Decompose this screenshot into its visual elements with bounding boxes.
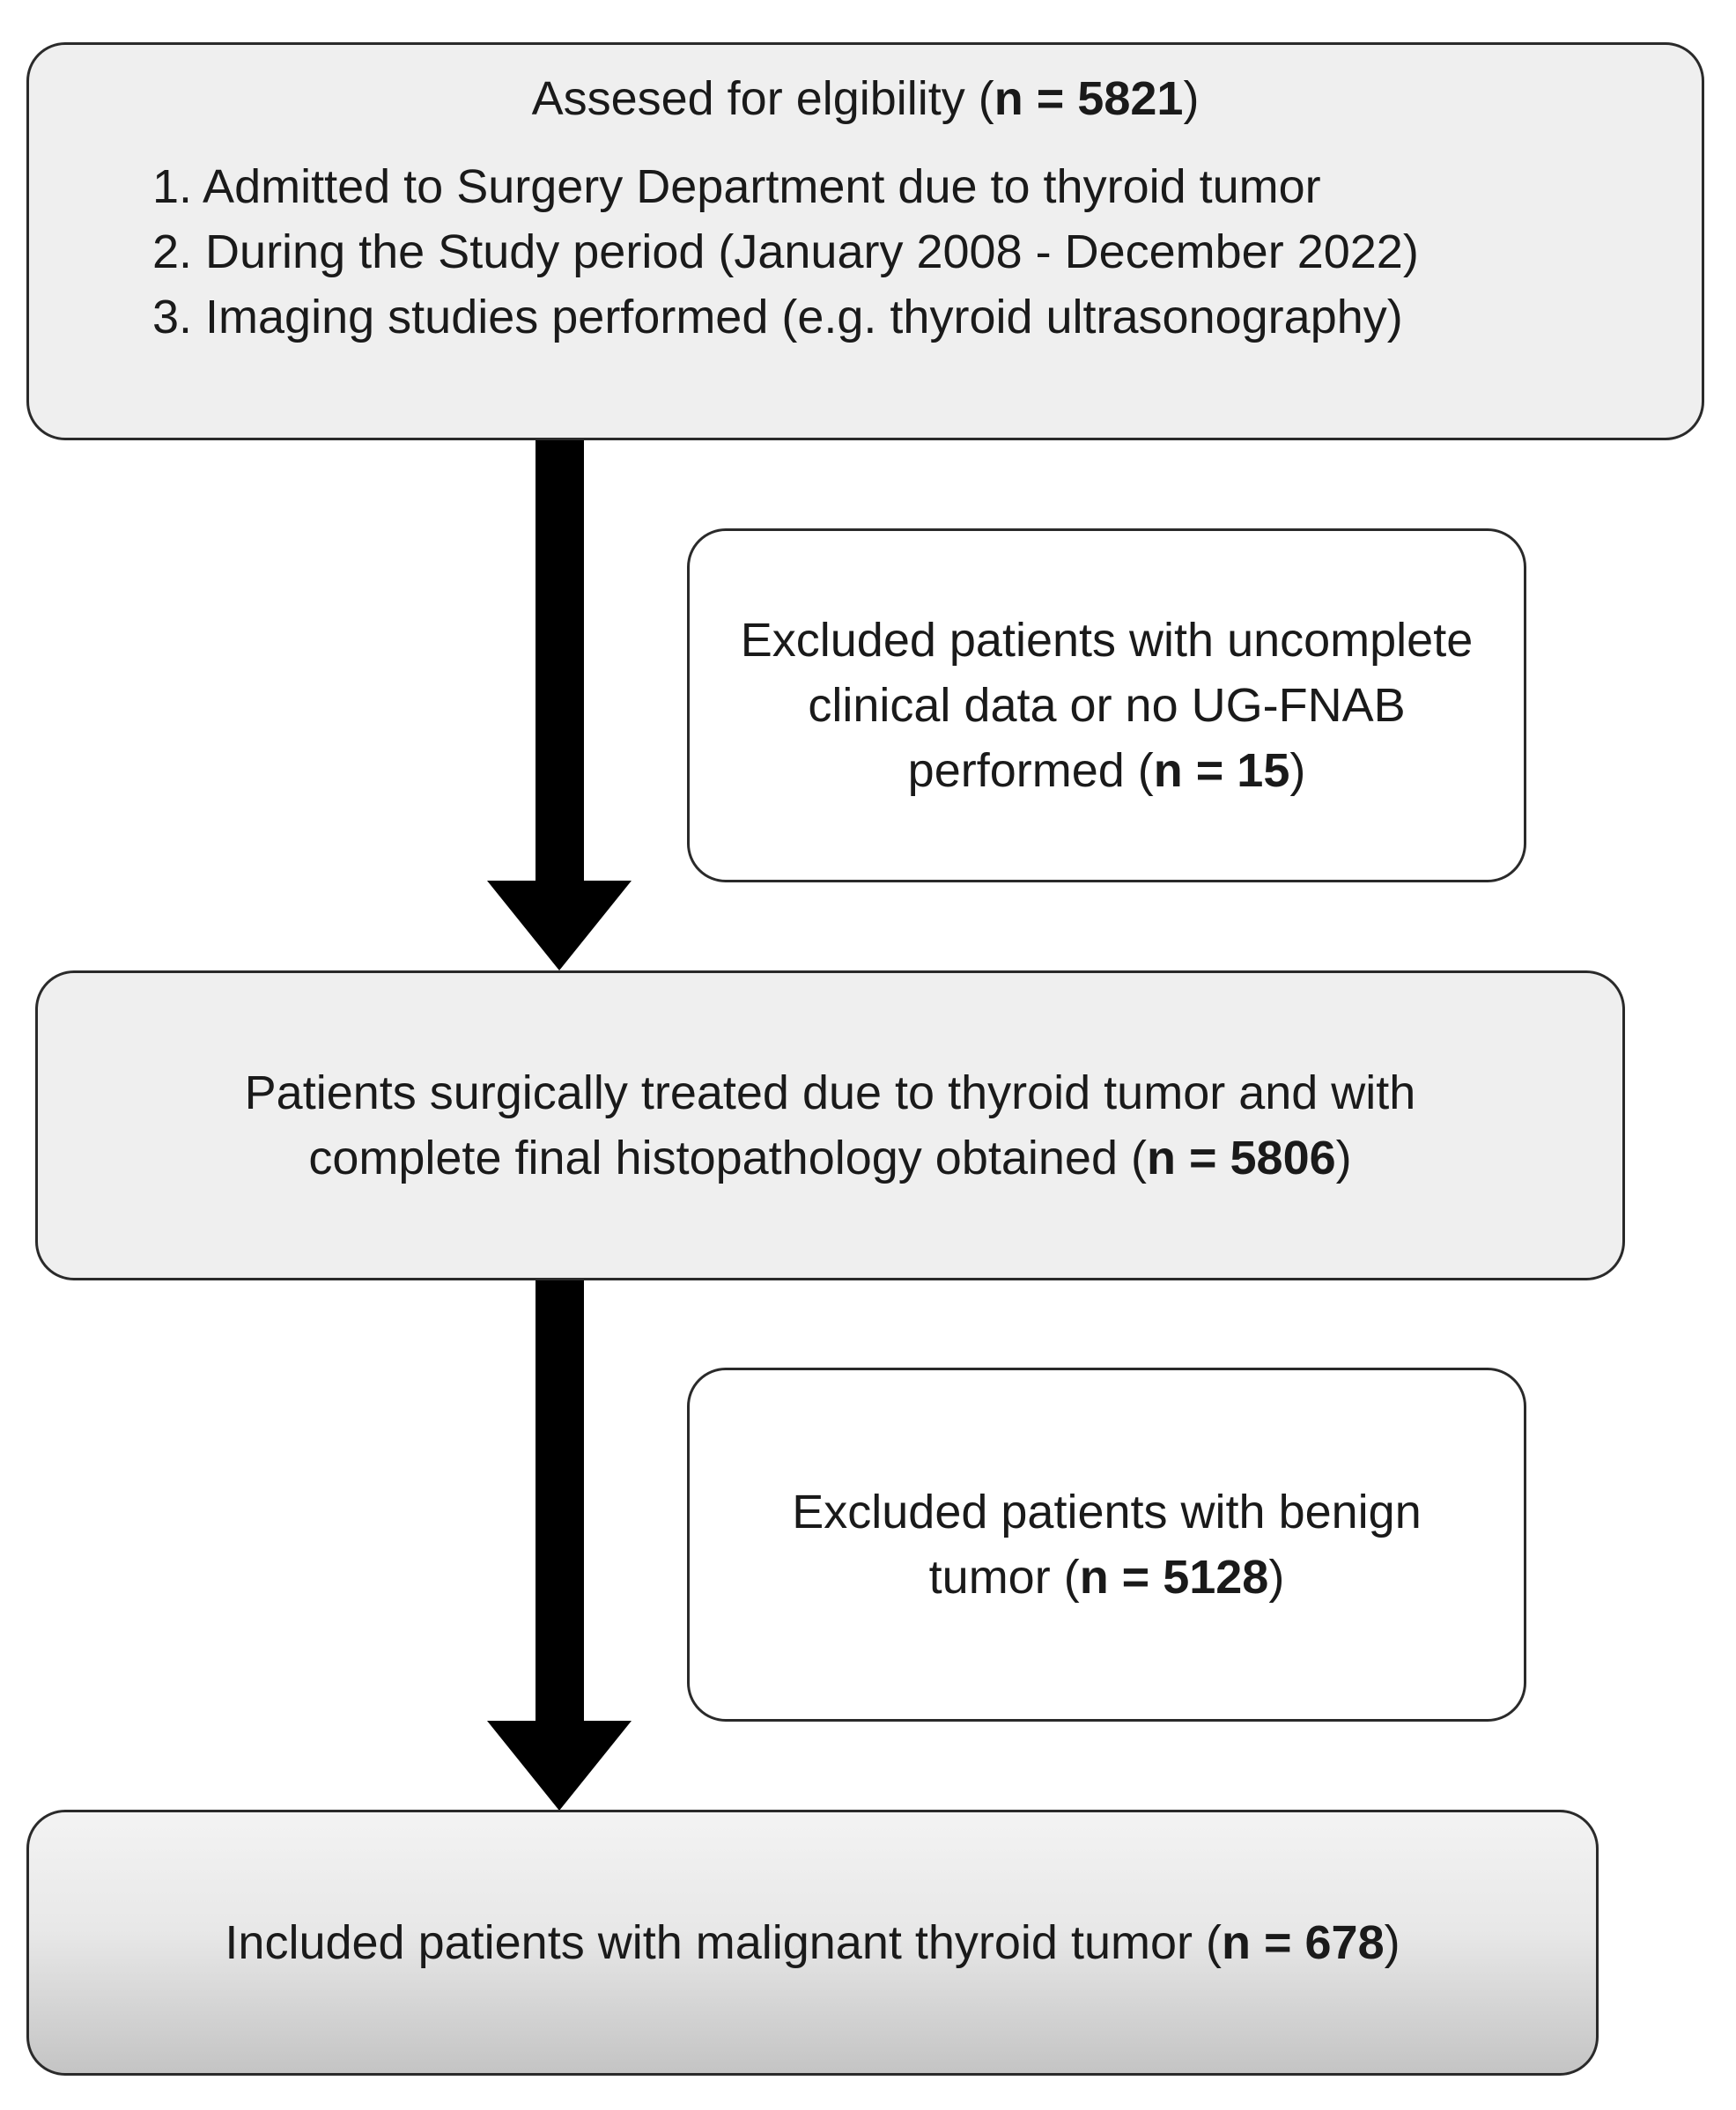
excluded-incomplete-box: Excluded patients with uncomplete clinic…: [687, 528, 1526, 882]
excluded-incomplete-line-1: Excluded patients with uncomplete: [740, 614, 1474, 667]
eligibility-box: Assesed for elgibility (n = 5821) 1. Adm…: [26, 42, 1704, 440]
surgical-count: n = 5806: [1146, 1132, 1336, 1184]
criterion-item: 1. Admitted to Surgery Department due to…: [152, 160, 1321, 213]
excluded-incomplete-count: n = 15: [1153, 744, 1290, 797]
down-arrow-2: [487, 1279, 632, 1811]
eligibility-count: n = 5821: [994, 72, 1184, 125]
down-arrow-1: [487, 439, 632, 970]
excluded-benign-count: n = 5128: [1079, 1551, 1269, 1604]
excluded-benign-line-1: Excluded patients with benign: [792, 1486, 1422, 1538]
excluded-incomplete-line-3: performed (n = 15): [907, 744, 1306, 797]
surgical-treated-box: Patients surgically treated due to thyro…: [35, 970, 1625, 1280]
included-count: n = 678: [1221, 1916, 1385, 1969]
excluded-benign-box: Excluded patients with benign tumor (n =…: [687, 1368, 1526, 1722]
excluded-incomplete-line-2: clinical data or no UG-FNAB: [808, 679, 1406, 732]
surgical-line-1: Patients surgically treated due to thyro…: [244, 1066, 1416, 1119]
surgical-line-2: complete final histopathology obtained (…: [308, 1132, 1352, 1184]
criterion-item: 3. Imaging studies performed (e.g. thyro…: [152, 291, 1403, 343]
included-malignant-box: Included patients with malignant thyroid…: [26, 1810, 1599, 2076]
eligibility-title: Assesed for elgibility (n = 5821): [531, 72, 1200, 125]
criterion-item: 2. During the Study period (January 2008…: [152, 225, 1419, 278]
excluded-benign-line-2: tumor (n = 5128): [928, 1551, 1285, 1604]
eligibility-criteria-list: 1. Admitted to Surgery Department due to…: [152, 154, 1419, 350]
included-line-1: Included patients with malignant thyroid…: [225, 1916, 1400, 1969]
